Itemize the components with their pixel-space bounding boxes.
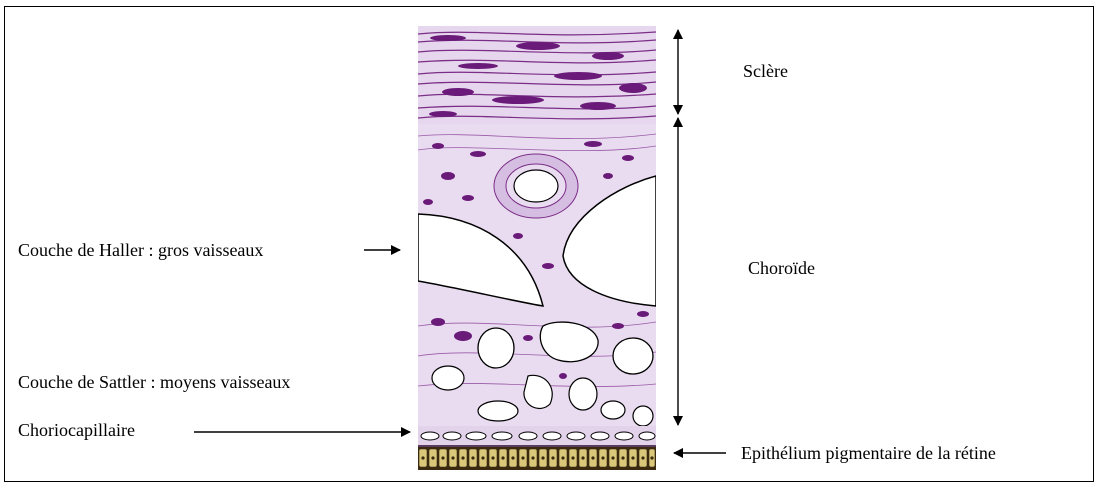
label-sclere: Sclère [743,61,788,81]
label-choriocapillaire: Choriocapillaire [18,420,135,440]
label-couche-haller: Couche de Haller : gros vaisseaux [18,240,263,260]
label-couche-sattler: Couche de Sattler : moyens vaisseaux [18,372,290,392]
label-choroide: Choroïde [748,258,815,278]
choroid-histology-illustration [418,26,656,470]
label-epithelium: Epithélium pigmentaire de la rétine [741,443,996,463]
